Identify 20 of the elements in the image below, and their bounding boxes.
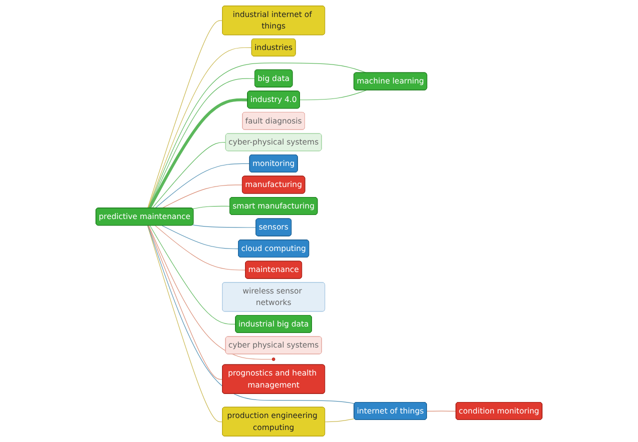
link-line (147, 20, 223, 208)
link-line (150, 225, 236, 324)
link-line (324, 418, 355, 422)
link-line (148, 47, 252, 208)
link-line (152, 142, 226, 208)
link-line (162, 225, 239, 250)
link-line (154, 225, 246, 270)
link-line (192, 224, 256, 228)
keyword-node (272, 358, 276, 361)
link-line (148, 62, 367, 208)
link-line (148, 98, 248, 209)
link-line (426, 410, 456, 412)
link-line (148, 225, 355, 404)
link-line (154, 163, 250, 208)
link-line (148, 225, 223, 380)
link-line (192, 206, 230, 210)
link-line (162, 184, 243, 208)
link-line (300, 90, 367, 100)
link-line (148, 225, 272, 360)
link-line (147, 225, 223, 422)
